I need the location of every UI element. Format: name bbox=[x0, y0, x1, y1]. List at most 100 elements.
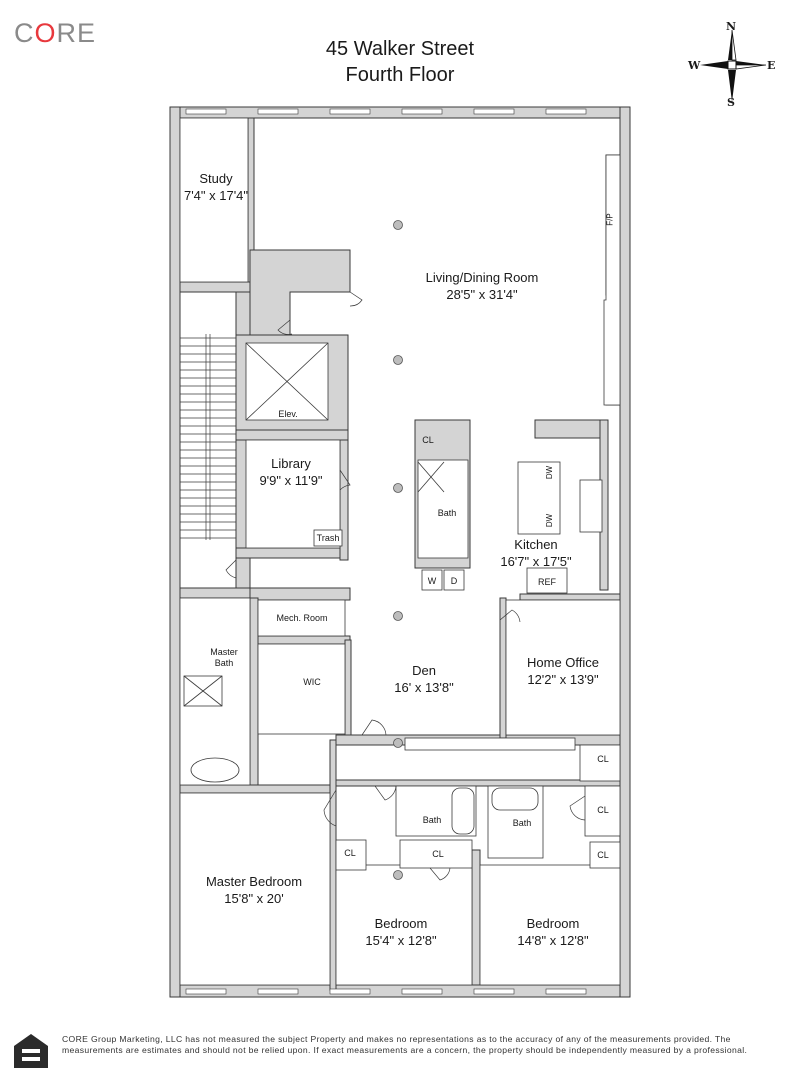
home-office-floor bbox=[505, 599, 621, 736]
label-dw-1: DW bbox=[545, 465, 555, 480]
cl-box-1 bbox=[335, 839, 367, 871]
label-master-bath-2: Bath bbox=[214, 658, 234, 668]
wall-library-top bbox=[235, 429, 349, 441]
equal-housing-icon bbox=[12, 1032, 50, 1070]
wall-wic-east bbox=[344, 639, 352, 741]
label-fireplace: F/P bbox=[605, 213, 615, 226]
room-living-dims: 28'5" x 31'4" bbox=[446, 287, 518, 302]
label-cl-6: CL bbox=[432, 849, 444, 859]
bathtub-1 bbox=[451, 787, 475, 835]
room-home-office-name: Home Office bbox=[526, 655, 600, 670]
label-wic: WIC bbox=[303, 677, 321, 687]
room-master-bedroom-name: Master Bedroom bbox=[205, 874, 303, 889]
washer bbox=[421, 569, 443, 591]
room-master-bedroom-dims: 15'8" x 20' bbox=[224, 891, 284, 906]
plan-title-floor: Fourth Floor bbox=[345, 64, 455, 86]
ref-box bbox=[526, 567, 568, 594]
label-trash: Trash bbox=[316, 533, 340, 543]
label-elev: Elev. bbox=[278, 409, 298, 419]
kitchen-island bbox=[517, 461, 561, 535]
label-dw-2: DW bbox=[545, 513, 555, 528]
room-bedroom-1-dims: 15'4" x 12'8" bbox=[365, 933, 437, 948]
compass-rose-icon: N S E W bbox=[688, 20, 780, 110]
label-ref: REF bbox=[538, 577, 556, 587]
wall-bedroom-band bbox=[335, 779, 621, 787]
room-library: Library 9'9" x 11'9" bbox=[259, 455, 322, 489]
cl-box-2 bbox=[579, 744, 621, 782]
wall-west bbox=[169, 106, 181, 998]
cl-box-5 bbox=[399, 839, 473, 869]
room-kitchen: Kitchen 16'7" x 17'5" bbox=[500, 536, 571, 570]
label-bath-2: Bath bbox=[512, 818, 532, 828]
windows bbox=[185, 108, 587, 995]
room-living: Living/Dining Room 28'5" x 31'4" bbox=[426, 269, 539, 303]
plan-title-address: 45 Walker Street bbox=[325, 38, 475, 60]
room-den-name: Den bbox=[412, 663, 436, 678]
wall-stair-bottom bbox=[179, 587, 251, 599]
wall-mech-bottom bbox=[249, 635, 351, 645]
label-bath-1: Bath bbox=[422, 815, 442, 825]
label-mech-room: Mech. Room bbox=[276, 613, 328, 623]
room-den: Den 16' x 13'8" bbox=[394, 662, 453, 696]
dryer bbox=[443, 569, 465, 591]
wall-kitchen-island-top bbox=[534, 419, 608, 439]
core-logo: CORE bbox=[14, 18, 97, 48]
label-washer: W bbox=[427, 576, 437, 586]
wall-masterbed-east bbox=[329, 739, 337, 991]
door-swings bbox=[225, 291, 586, 881]
room-living-name: Living/Dining Room bbox=[425, 270, 539, 285]
room-library-dims: 9'9" x 11'9" bbox=[259, 473, 323, 488]
label-master-bath-1: Master bbox=[210, 647, 238, 657]
room-library-name: Library bbox=[271, 456, 311, 471]
label-cl-2: CL bbox=[597, 754, 609, 764]
label-cl-1: CL bbox=[422, 435, 434, 445]
disclaimer-text: CORE Group Marketing, LLC has not measur… bbox=[62, 1034, 748, 1055]
kitchen-counter bbox=[579, 479, 603, 533]
wall-suite-split bbox=[249, 597, 259, 789]
wall-mech-block bbox=[249, 587, 351, 601]
wall-library-bottom bbox=[235, 547, 349, 559]
bedroom2-floor bbox=[479, 864, 621, 986]
label-cl-5: CL bbox=[344, 848, 356, 858]
wall-bedrooms-divider bbox=[471, 849, 481, 986]
room-master-bedroom: Master Bedroom 15'8" x 20' bbox=[206, 873, 302, 907]
compass-w: W bbox=[688, 59, 701, 72]
label-dryer: D bbox=[450, 576, 458, 586]
wall-east bbox=[619, 106, 631, 998]
master-tub bbox=[190, 757, 240, 783]
room-study-dims: 7'4" x 17'4" bbox=[183, 188, 249, 203]
living-floor bbox=[254, 117, 621, 406]
label-bath-core: Bath bbox=[437, 508, 457, 518]
bath-core-inner bbox=[417, 459, 469, 559]
room-bedroom-2-dims: 14'8" x 12'8" bbox=[517, 933, 589, 948]
label-cl-3: CL bbox=[597, 805, 609, 815]
room-kitchen-dims: 16'7" x 17'5" bbox=[500, 554, 572, 569]
room-bedroom-2: Bedroom 14'8" x 12'8" bbox=[517, 915, 588, 949]
room-bedroom-1: Bedroom 15'4" x 12'8" bbox=[365, 915, 436, 949]
compass-e: E bbox=[767, 59, 776, 72]
room-home-office: Home Office 12'2" x 13'9" bbox=[527, 654, 599, 688]
den-bench bbox=[404, 737, 576, 751]
room-bedroom-1-name: Bedroom bbox=[374, 916, 428, 931]
cl-box-3 bbox=[584, 785, 621, 837]
wic-floor bbox=[257, 643, 346, 735]
cl-box-4 bbox=[589, 841, 621, 869]
trash-box bbox=[313, 529, 343, 547]
room-home-office-dims: 12'2" x 13'9" bbox=[527, 672, 599, 687]
wall-masterbath-bottom bbox=[179, 784, 331, 794]
compass-n: N bbox=[726, 20, 737, 33]
bathtub-2 bbox=[491, 787, 539, 811]
room-study: Study 7'4" x 17'4" bbox=[184, 170, 248, 204]
staircase bbox=[180, 334, 236, 540]
structural-columns bbox=[393, 220, 403, 880]
room-den-dims: 16' x 13'8" bbox=[394, 680, 454, 695]
room-kitchen-name: Kitchen bbox=[514, 537, 558, 552]
room-bedroom-2-name: Bedroom bbox=[526, 916, 580, 931]
master-bedroom-floor bbox=[179, 792, 331, 986]
compass-s: S bbox=[727, 96, 735, 109]
bedroom1-floor bbox=[335, 864, 473, 986]
label-cl-4: CL bbox=[597, 850, 609, 860]
wall-office-top bbox=[519, 593, 621, 601]
mech-room-floor bbox=[257, 599, 346, 637]
